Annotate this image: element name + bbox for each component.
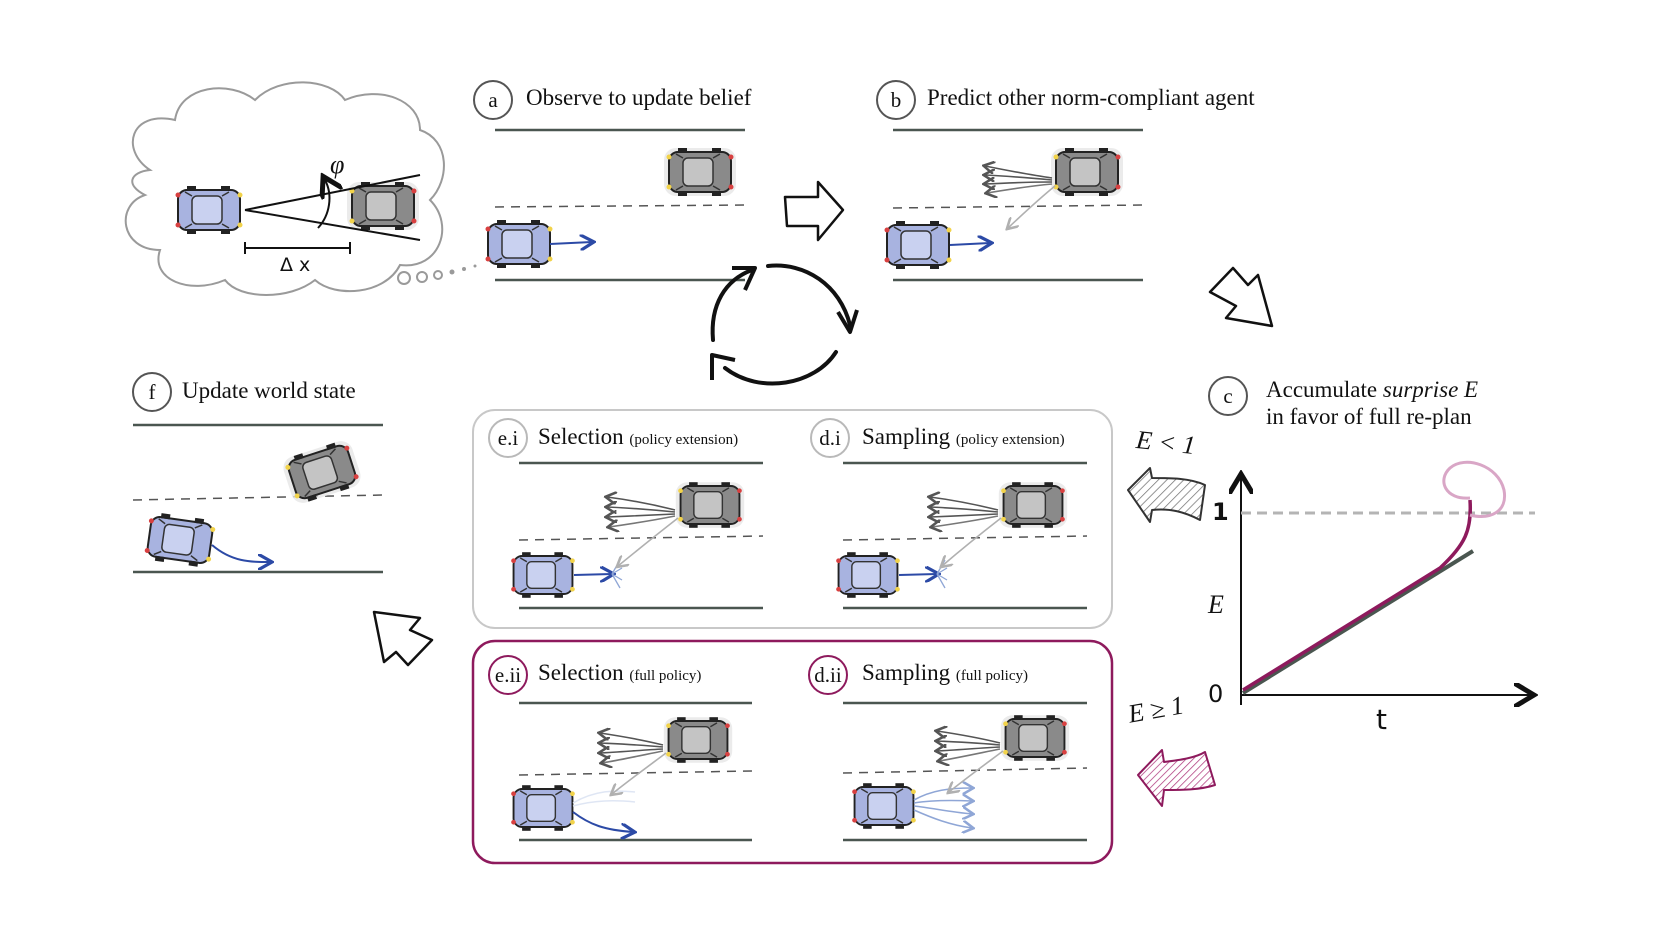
panel-dii-scene [842, 701, 1088, 842]
panel-dii-title: Sampling (full policy) [862, 660, 1028, 685]
series-magenta [1242, 499, 1473, 692]
panel-c-tag: c [1208, 376, 1248, 416]
panel-c-title: Accumulate surprise E [1266, 377, 1479, 402]
condition-low: E < 1 [1134, 424, 1197, 461]
threshold-crossing-highlight [1442, 460, 1507, 518]
panel-eii-scene [510, 701, 753, 842]
plot-y-label: E [1208, 590, 1224, 619]
panel-f-scene [132, 423, 384, 574]
panel-b-scene [883, 128, 1144, 282]
panel-eii-tag: e.ii [488, 655, 528, 695]
panel-di-scene [835, 461, 1088, 610]
cycle-icon [710, 263, 859, 386]
panel-ei-tag: e.i [488, 418, 528, 458]
panel-ei-title: Selection (policy extension) [538, 424, 739, 449]
distance-label: Δ x [280, 254, 311, 276]
panel-di-title: Sampling (policy extension) [862, 424, 1065, 449]
panel-dii-tag: d.ii [808, 655, 848, 695]
arrow-high-surprise [1137, 749, 1216, 807]
panel-ei-scene [510, 461, 764, 610]
thought-cloud [124, 81, 477, 296]
series-gray [1241, 549, 1475, 695]
plot-x-label: t [1376, 703, 1387, 736]
arrow-low-surprise [1127, 467, 1206, 523]
panel-a-tag: a [473, 80, 513, 120]
panel-b-tag: b [876, 80, 916, 120]
policy-extension-box [472, 409, 1113, 629]
panel-di-tag: d.i [810, 418, 850, 458]
full-policy-box [471, 639, 1114, 865]
plot-tick-one: 1 [1212, 498, 1229, 526]
flow-arrow-b-c [1208, 266, 1274, 328]
panel-b-title: Predict other norm-compliant agent [927, 85, 1255, 110]
flow-arrow-a-b [783, 180, 845, 242]
angle-label: φ [330, 150, 345, 179]
panel-f-title: Update world state [182, 378, 356, 403]
panel-f-tag: f [132, 372, 172, 412]
plot-tick-zero: 0 [1208, 680, 1224, 708]
panel-a-title: Observe to update belief [526, 85, 752, 110]
flow-arrow-e-f [372, 610, 434, 667]
panel-a-scene [484, 128, 746, 282]
panel-c-title-line2: in favor of full re-plan [1266, 404, 1472, 429]
panel-eii-title: Selection (full policy) [538, 660, 702, 685]
surprise-plot [1241, 460, 1535, 705]
